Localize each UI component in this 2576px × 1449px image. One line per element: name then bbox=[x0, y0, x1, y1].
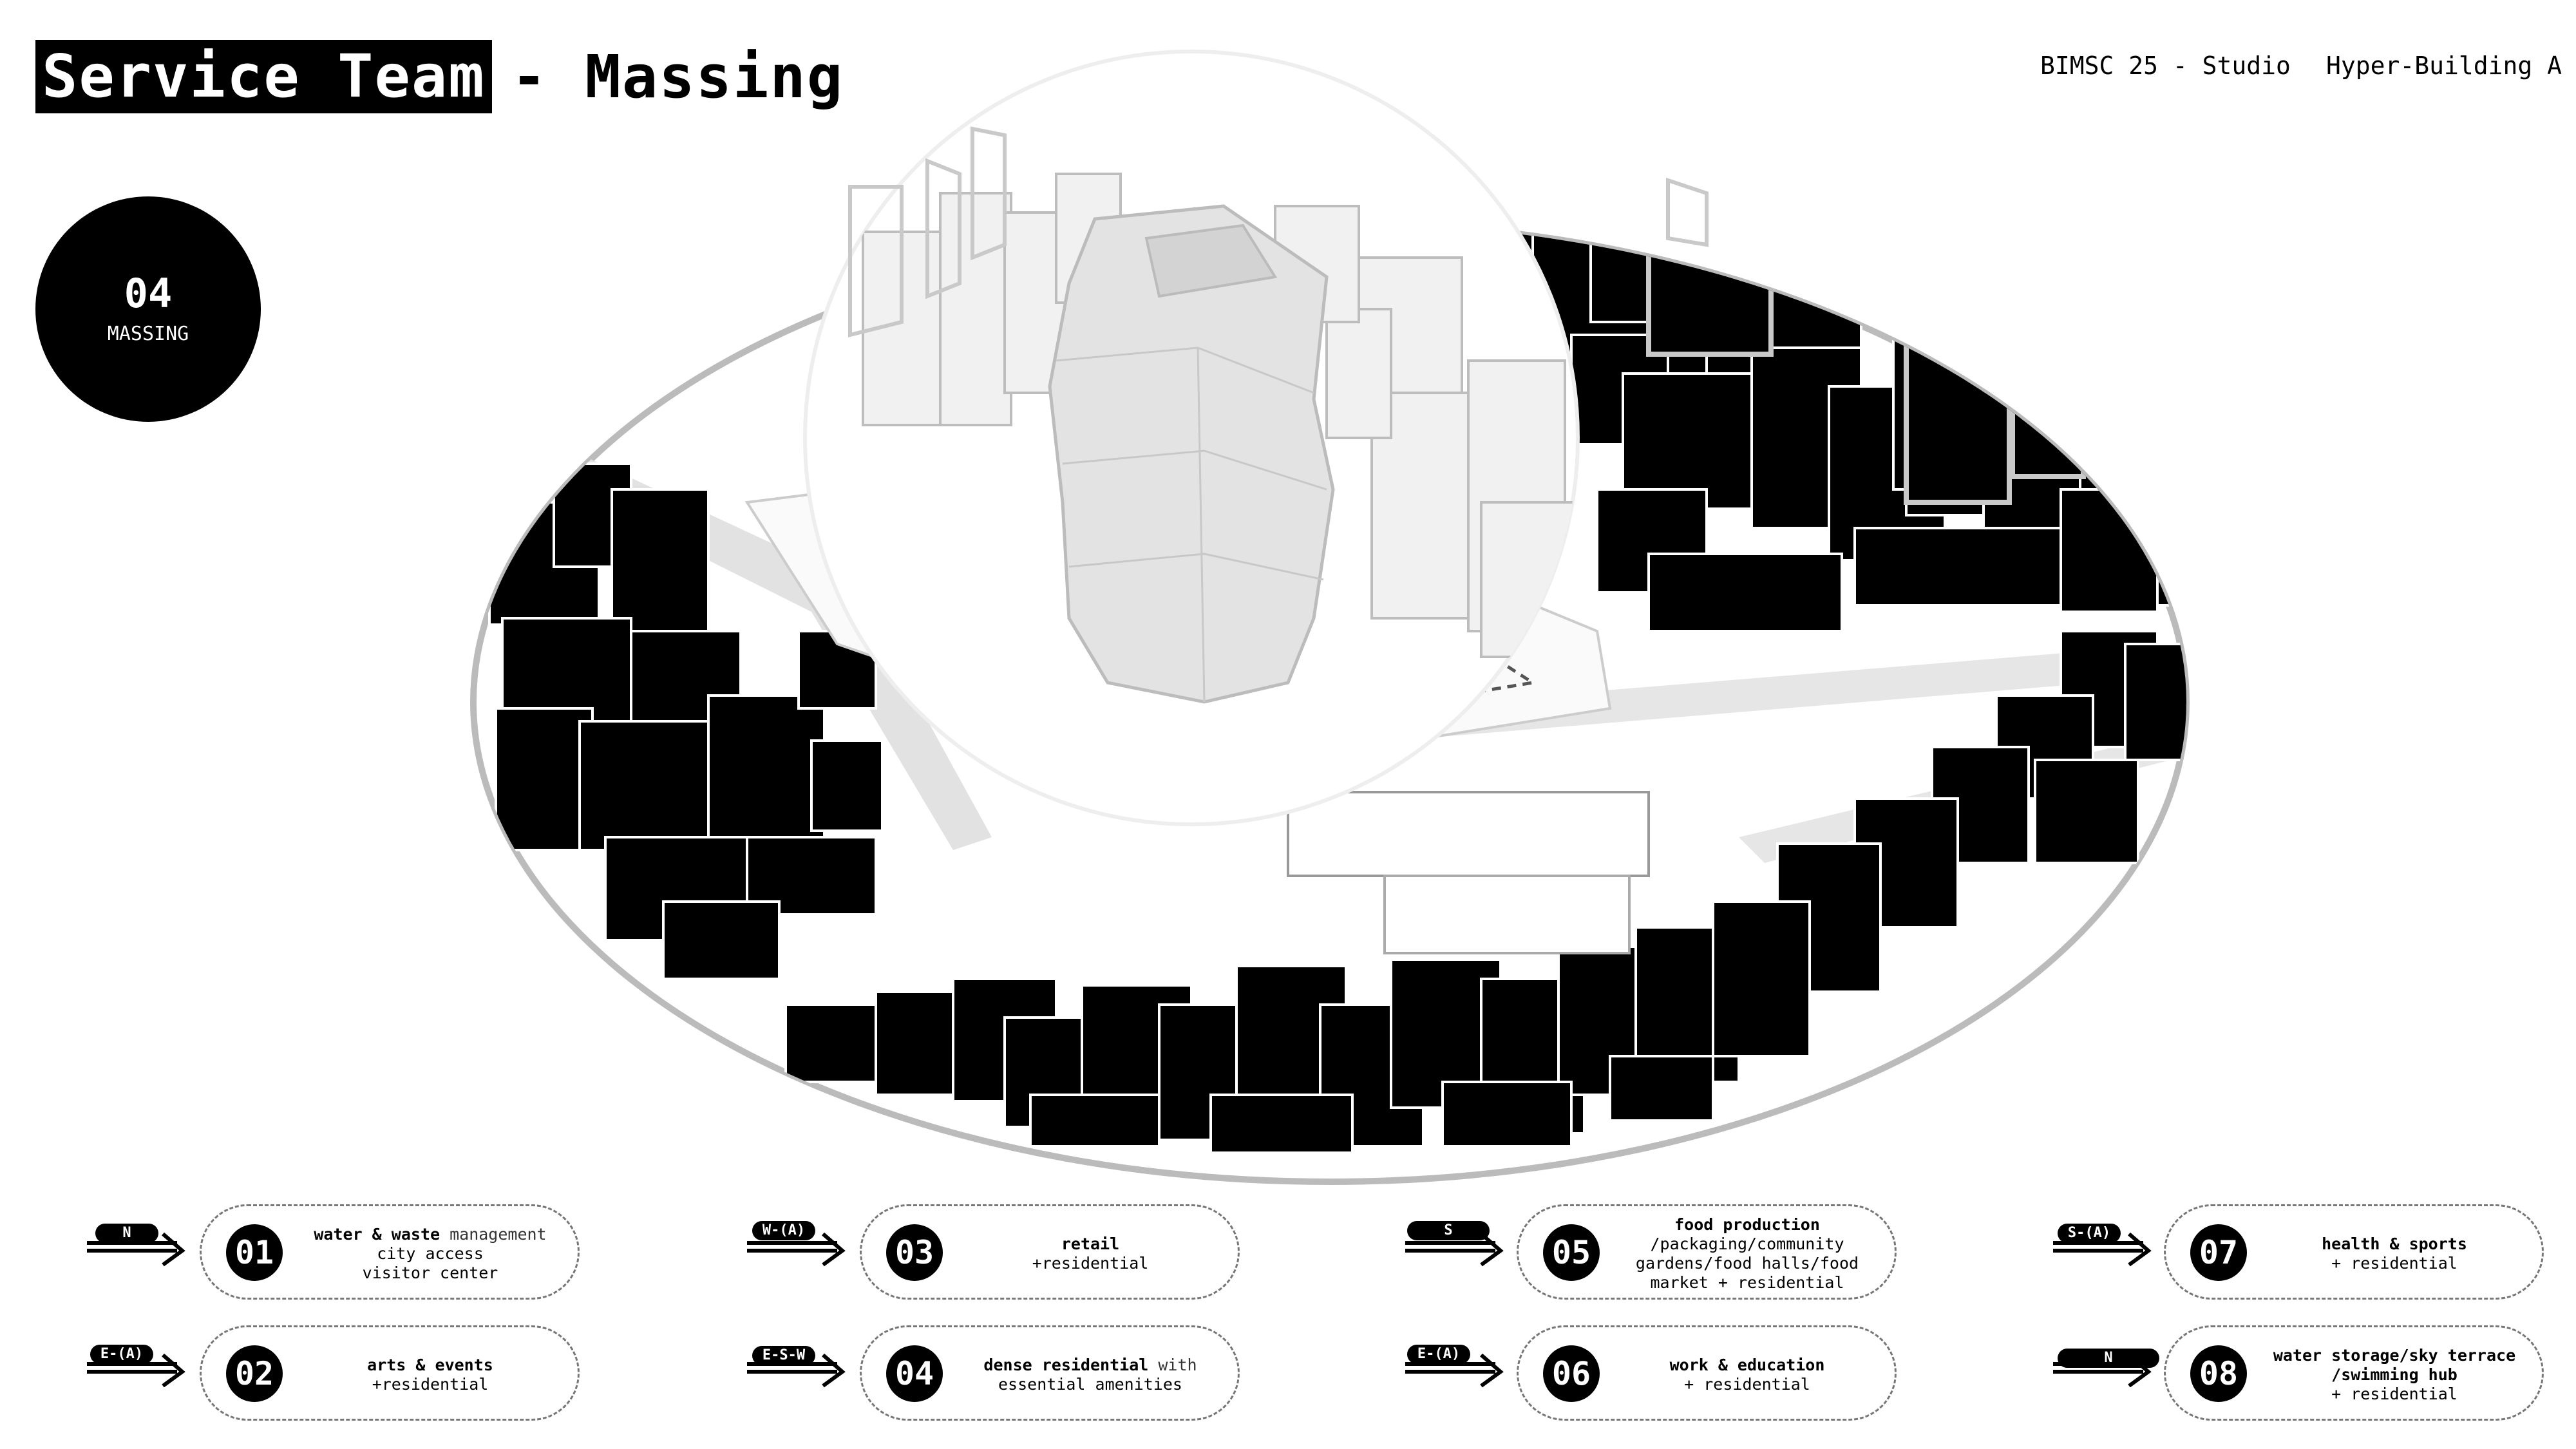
legend-pill: 02 arts & events +residential bbox=[200, 1325, 580, 1421]
legend-pill: 08 water storage/sky terrace /swimming h… bbox=[2164, 1325, 2544, 1421]
legend-text: food production /packaging/community gar… bbox=[1609, 1218, 1886, 1290]
legend-pill: 01 water & waste management city access … bbox=[200, 1204, 580, 1300]
direction-arrow-icon bbox=[2053, 1231, 2156, 1270]
direction-arrow-icon bbox=[1405, 1231, 1508, 1270]
direction-arrow-icon bbox=[1405, 1352, 1508, 1391]
legend-number: 01 bbox=[226, 1224, 283, 1281]
legend-number: 06 bbox=[1543, 1345, 1600, 1402]
legend-text: water & waste management city access vis… bbox=[292, 1218, 569, 1290]
legend-number: 07 bbox=[2190, 1224, 2247, 1281]
legend-text: water storage/sky terrace /swimming hub … bbox=[2256, 1339, 2533, 1411]
legend-pill: 03 retail +residential bbox=[860, 1204, 1240, 1300]
legend-text: retail +residential bbox=[952, 1218, 1229, 1290]
legend-text: health & sports + residential bbox=[2256, 1218, 2533, 1290]
legend-pill: 06 work & education + residential bbox=[1517, 1325, 1897, 1421]
direction-arrow-icon bbox=[87, 1231, 190, 1270]
legend-number: 02 bbox=[226, 1345, 283, 1402]
direction-arrow-icon bbox=[747, 1231, 850, 1270]
massing-diagram bbox=[0, 0, 2576, 1224]
legend-number: 05 bbox=[1543, 1224, 1600, 1281]
legend-text: dense residential with essential ameniti… bbox=[952, 1339, 1229, 1411]
legend-text: arts & events +residential bbox=[292, 1339, 569, 1411]
direction-arrow-icon bbox=[87, 1352, 190, 1391]
legend-pill: 04 dense residential with essential amen… bbox=[860, 1325, 1240, 1421]
highlighted-zone bbox=[805, 52, 1578, 824]
legend-text: work & education + residential bbox=[1609, 1339, 1886, 1411]
direction-arrow-icon bbox=[2053, 1352, 2156, 1391]
legend-number: 04 bbox=[886, 1345, 943, 1402]
legend-pill: 05 food production /packaging/community … bbox=[1517, 1204, 1897, 1300]
legend-number: 03 bbox=[886, 1224, 943, 1281]
direction-arrow-icon bbox=[747, 1352, 850, 1391]
legend-pill: 07 health & sports + residential bbox=[2164, 1204, 2544, 1300]
legend-number: 08 bbox=[2190, 1345, 2247, 1402]
